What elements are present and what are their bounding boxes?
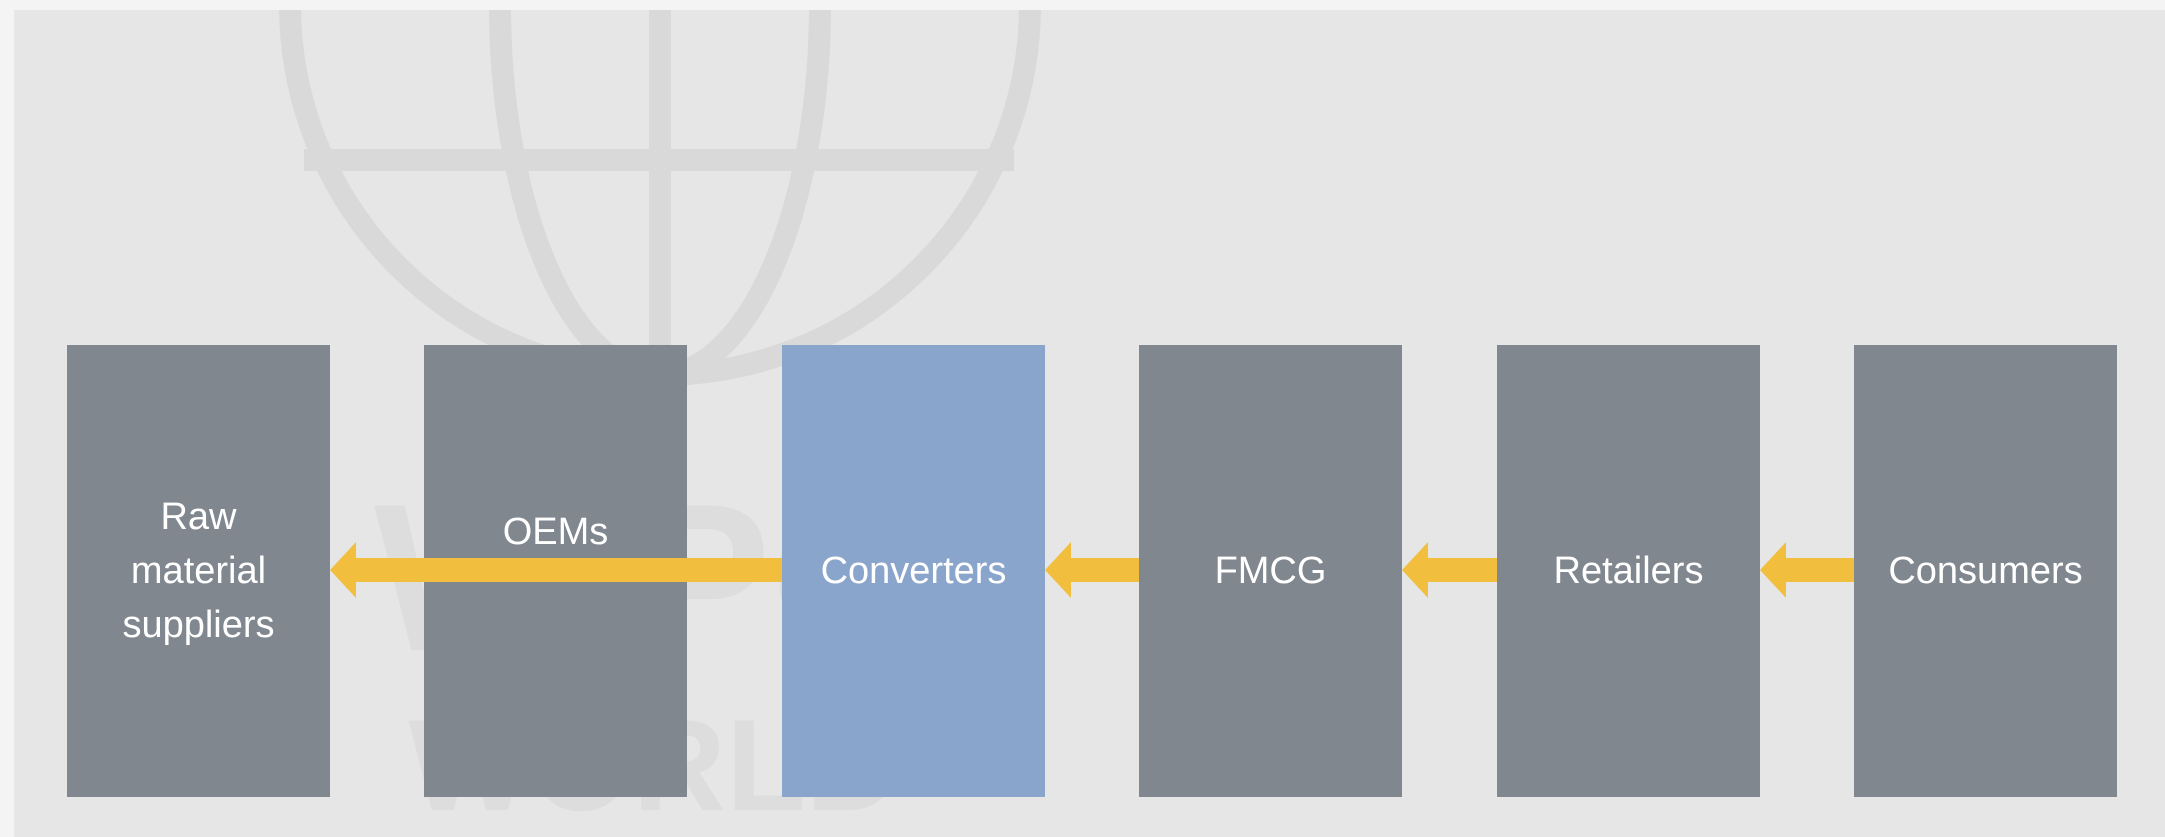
stage-label: Converters xyxy=(820,550,1007,592)
arrow-converters-to-raw-material xyxy=(330,542,782,598)
left-arrow-icon xyxy=(330,542,782,598)
left-arrow-icon xyxy=(1760,542,1854,598)
wipo-watermark: WIPO WORLD xyxy=(279,10,1041,837)
stage-label: Consumers xyxy=(1888,550,2083,592)
stage-converters: Converters xyxy=(782,345,1045,797)
stage-label: FMCG xyxy=(1214,550,1327,592)
stage-label: Raw material suppliers xyxy=(122,496,275,646)
stage-retailers: Retailers xyxy=(1497,345,1760,797)
stage-label: OEMs xyxy=(502,511,609,553)
arrow-consumers-to-retailers xyxy=(1760,542,1854,598)
globe-icon xyxy=(279,10,1041,386)
diagram-canvas: WIPO WORLD Raw material suppliers OEMs C… xyxy=(14,10,2165,837)
stage-consumers: Consumers xyxy=(1854,345,2117,797)
left-arrow-icon xyxy=(1045,542,1139,598)
stage-fmcg: FMCG xyxy=(1139,345,1402,797)
left-arrow-icon xyxy=(1402,542,1497,598)
arrow-retailers-to-fmcg xyxy=(1402,542,1497,598)
arrow-fmcg-to-converters xyxy=(1045,542,1139,598)
stage-label: Retailers xyxy=(1553,550,1704,592)
stage-raw-material-suppliers: Raw material suppliers xyxy=(67,345,330,797)
